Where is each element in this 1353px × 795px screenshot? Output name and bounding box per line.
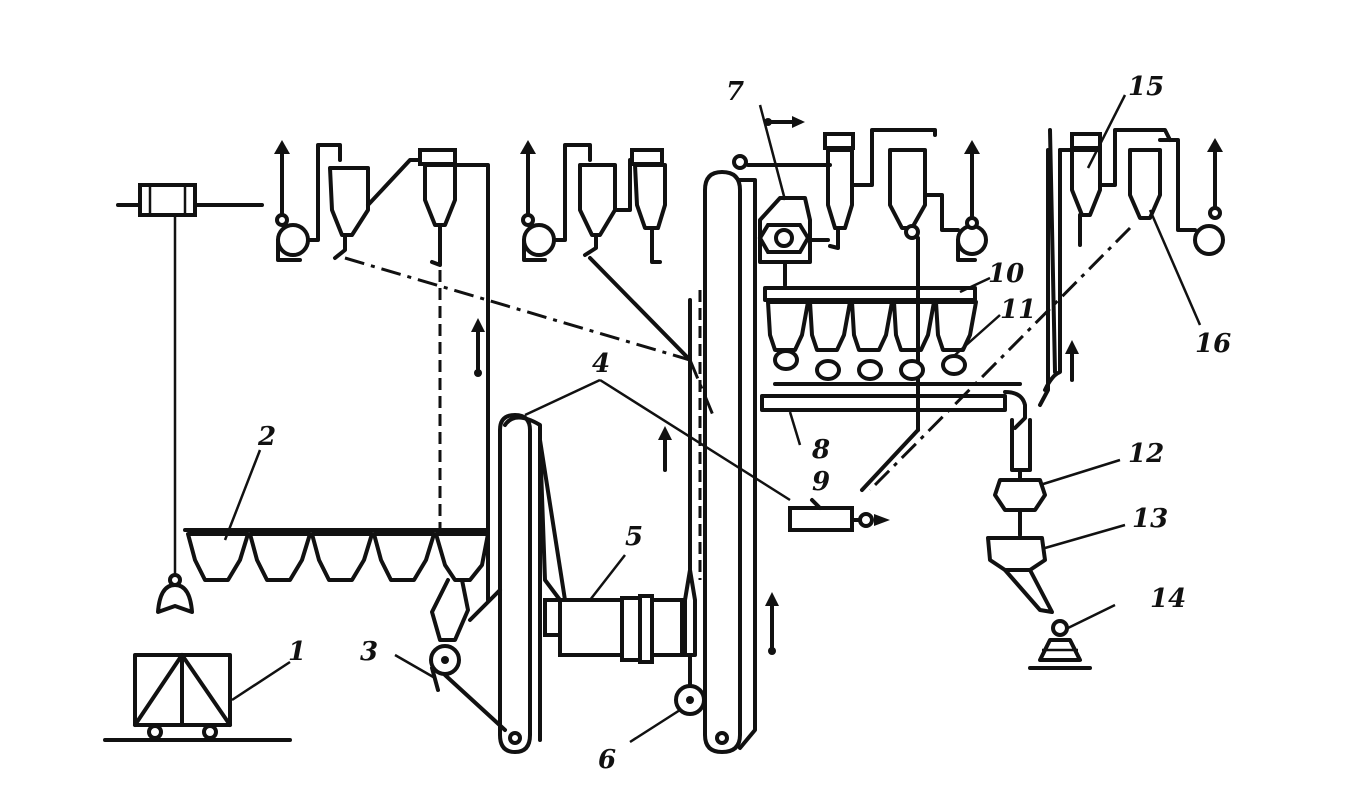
label-9: 9 [812,467,830,497]
label-15: 15 [1128,72,1164,102]
label-8: 8 [811,435,830,465]
dust-collection-unit-left [274,140,490,602]
label-6: 6 [598,745,616,775]
ball-mill [538,298,697,664]
bulk-cement-truck [1028,619,1092,670]
dust-collection-unit-middle [520,140,667,264]
conveyor-and-packer [760,390,1027,532]
label-5: 5 [625,522,643,552]
air-separator [746,116,832,287]
label-12: 12 [1128,439,1164,469]
label-1: 1 [288,637,306,667]
label-3: 3 [360,637,378,667]
storage-silos [763,286,1022,386]
raw-material-bunkers [183,528,490,582]
label-4: 4 [592,349,610,379]
label-2: 2 [257,422,276,452]
label-13: 13 [1132,504,1168,534]
overhead-grab-crane [116,183,264,614]
dust-collection-unit-right [1043,128,1225,392]
label-16: 16 [1195,329,1231,359]
rail-wagon [103,653,292,742]
label-11: 11 [1000,295,1036,325]
dust-return-lines [344,226,1132,580]
discharge-bin [993,468,1047,537]
bucket-elevator-left [471,318,542,754]
bucket-elevator-center [658,154,779,754]
truck-loader [986,536,1054,614]
label-10: 10 [988,259,1024,289]
mill-drive [674,653,706,716]
label-14: 14 [1150,584,1186,614]
leader-lines [223,94,1202,744]
callout-labels: 1 2 3 4 5 6 7 8 9 10 11 12 13 14 15 16 [257,72,1231,775]
crusher-feeder [429,578,507,732]
label-7: 7 [726,77,744,107]
